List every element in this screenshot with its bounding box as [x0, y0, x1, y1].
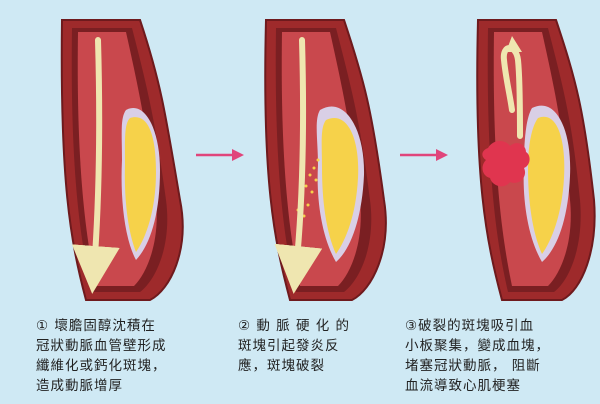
caption-line: 血流導致心肌梗塞 — [405, 378, 521, 394]
plaque-fragments — [296, 158, 320, 218]
caption-step-1: ① 壞膽固醇沈積在 冠狀動脈血管壁形成 纖維化或鈣化斑塊， 造成動脈增厚 — [36, 316, 167, 396]
transition-arrow-icon — [196, 149, 244, 161]
artery-panel-2 — [264, 19, 387, 301]
artery-panel-3 — [476, 19, 596, 301]
plaque-1 — [124, 117, 156, 253]
plaque-3 — [528, 116, 565, 254]
caption-line: 纖維化或鈣化斑塊， — [36, 358, 167, 374]
transition-arrow-icon — [400, 149, 448, 161]
caption-line: ① 壞膽固醇沈積在 — [36, 318, 156, 334]
caption-line: 斑塊引起發炎反 — [238, 338, 340, 354]
blood-flow-arrow-icon — [71, 37, 120, 294]
caption-line: 小板聚集，變成血塊， — [405, 338, 550, 354]
caption-line: ② 動 脈 硬 化 的 — [238, 318, 351, 334]
caption-step-3: ③破裂的斑塊吸引血 小板聚集，變成血塊， 堵塞冠狀動脈， 阻斷 血流導致心肌梗塞 — [405, 316, 550, 396]
blood-clot — [482, 141, 530, 187]
caption-line: 堵塞冠狀動脈， 阻斷 — [405, 358, 541, 374]
caption-line: 造成動脈增厚 — [36, 378, 123, 394]
artery-panel-1 — [60, 19, 184, 301]
caption-step-2: ② 動 脈 硬 化 的 斑塊引起發炎反 應，斑塊破裂 — [238, 316, 350, 376]
caption-line: 應，斑塊破裂 — [238, 358, 325, 374]
caption-line: ③破裂的斑塊吸引血 — [405, 318, 535, 334]
plaque-2 — [321, 118, 359, 254]
blood-flow-arrow-icon — [274, 37, 323, 294]
caption-line: 冠狀動脈血管壁形成 — [36, 338, 167, 354]
